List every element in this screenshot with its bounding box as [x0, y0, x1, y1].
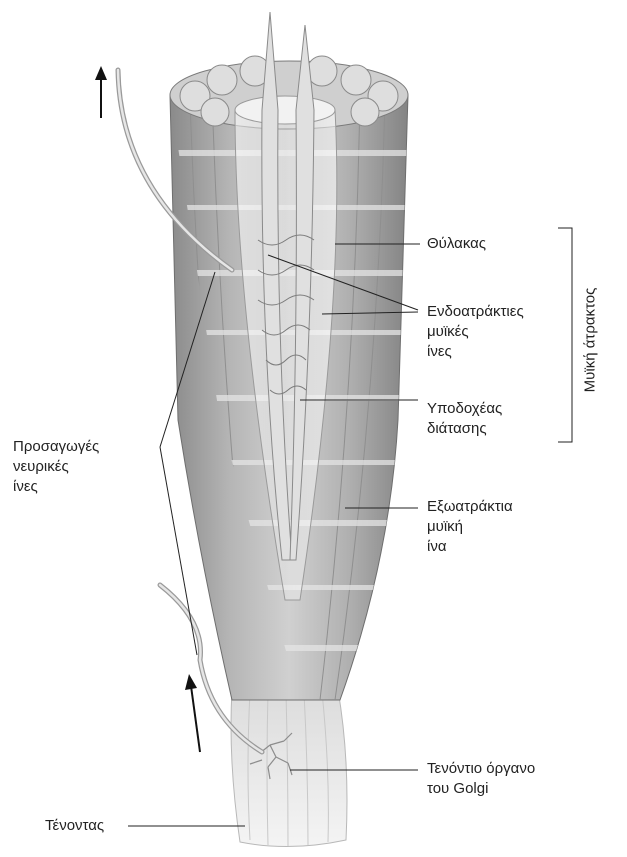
label-extrafusal-fiber: Εξωατράκτια μυϊκή ίνα — [427, 497, 513, 557]
label-line: ίνες — [427, 342, 524, 362]
label-line: Τενόντιο όργανο — [427, 759, 535, 779]
label-muscle-spindle: Μυϊκή άτρακτος — [582, 288, 599, 393]
label-tendon: Τένοντας — [45, 816, 104, 836]
label-line: Ενδοατράκτιες — [427, 302, 524, 322]
label-line: ίνες — [13, 477, 99, 497]
label-line: Προσαγωγές — [13, 437, 99, 457]
label-line: διάτασης — [427, 419, 502, 439]
muscle-spindle-bracket — [558, 228, 572, 442]
label-sheath: Θύλακας — [427, 234, 486, 254]
label-line: ίνα — [427, 537, 513, 557]
label-stretch-receptor: Υποδοχέας διάτασης — [427, 399, 502, 439]
label-line: Υποδοχέας — [427, 399, 502, 419]
label-line: μυϊκή — [427, 517, 513, 537]
label-intrafusal-fibers: Ενδοατράκτιες μυϊκές ίνες — [427, 302, 524, 362]
label-line: του Golgi — [427, 779, 535, 799]
label-afferent-fibers: Προσαγωγές νευρικές ίνες — [13, 437, 99, 497]
label-golgi-organ: Τενόντιο όργανο του Golgi — [427, 759, 535, 799]
label-line: Εξωατράκτια — [427, 497, 513, 517]
label-line: νευρικές — [13, 457, 99, 477]
label-line: μυϊκές — [427, 322, 524, 342]
